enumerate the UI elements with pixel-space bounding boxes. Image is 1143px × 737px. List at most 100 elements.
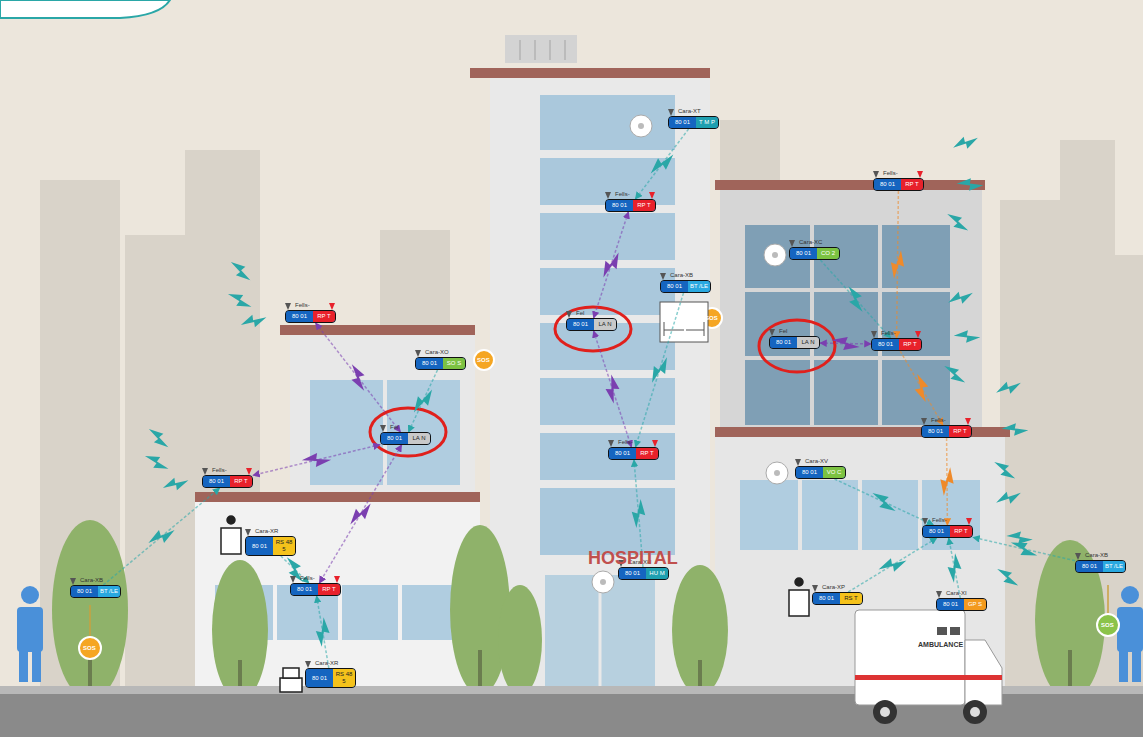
device-address: 80 01 xyxy=(203,476,230,487)
antenna-mark xyxy=(566,311,572,318)
signal-bolt xyxy=(1009,539,1040,558)
signal-link xyxy=(253,445,380,476)
antenna-mark xyxy=(652,440,658,447)
link-line xyxy=(973,537,1075,560)
signal-link xyxy=(635,129,688,199)
device-name: Fells- xyxy=(615,191,630,198)
antenna-mark xyxy=(795,459,801,466)
device-name: Cara-XC xyxy=(799,239,822,246)
antenna-mark xyxy=(605,192,611,199)
link-line xyxy=(253,445,380,476)
signal-bolt xyxy=(143,130,1033,588)
device-badge: Fells-80 01RP T xyxy=(285,310,336,323)
device-badge: Fel80 01LA N xyxy=(769,336,820,349)
device-type: RP T xyxy=(313,311,335,322)
person-figure xyxy=(1117,586,1143,682)
frame-corner xyxy=(0,0,170,18)
signal-bolt xyxy=(600,249,621,280)
machine-icon xyxy=(221,516,809,692)
signal-bolt xyxy=(602,373,623,404)
antenna-mark xyxy=(871,331,877,338)
device-type: HU M xyxy=(646,568,668,579)
link-line xyxy=(820,260,890,338)
link-line xyxy=(594,331,632,447)
device-badge: Cara-XR80 01RS 48 5 xyxy=(305,668,356,688)
device-address: 80 01 xyxy=(306,669,333,687)
highlight-ring xyxy=(370,307,835,456)
signal-link xyxy=(820,260,890,338)
device-address: 80 01 xyxy=(813,593,840,604)
antenna-mark xyxy=(290,576,296,583)
device-name: Fel xyxy=(390,424,398,431)
link-line xyxy=(409,370,438,432)
antenna-mark xyxy=(915,331,921,338)
device-type: RP T xyxy=(230,476,252,487)
signal-link xyxy=(319,445,401,583)
antenna-mark xyxy=(668,109,674,116)
antenna-mark xyxy=(334,576,340,583)
device-address: 80 01 xyxy=(923,526,950,537)
antenna-mark xyxy=(812,585,818,592)
antenna-mark xyxy=(922,518,928,525)
device-type: RP T xyxy=(633,200,655,211)
device-badge: Cara-XB80 01BT /LE xyxy=(1075,560,1126,573)
link-line xyxy=(316,323,401,432)
device-type: RP T xyxy=(949,426,971,437)
device-badge: Fells-80 01RP T xyxy=(922,525,973,538)
device-address: 80 01 xyxy=(291,584,318,595)
sensor-dot xyxy=(600,123,780,585)
device-name: Cara-XT xyxy=(678,108,701,115)
device-badge: Fells-80 01RP T xyxy=(608,447,659,460)
device-type: RP T xyxy=(899,339,921,350)
bed-icon xyxy=(660,302,708,342)
device-type: RS 48 5 xyxy=(273,537,295,555)
device-address: 80 01 xyxy=(416,358,443,369)
signal-link xyxy=(945,538,963,598)
device-badge: Fells-80 01RP T xyxy=(873,178,924,191)
device-type: SO S xyxy=(443,358,465,369)
device-address: 80 01 xyxy=(381,433,408,444)
signal-link xyxy=(103,488,219,585)
device-address: 80 01 xyxy=(1076,561,1103,572)
device-name: Cara-XP xyxy=(822,584,845,591)
device-badge: Cara-XB80 01BT /LE xyxy=(660,280,711,293)
sos-text: SOS xyxy=(477,357,490,363)
antenna-mark xyxy=(966,518,972,525)
signal-bolt xyxy=(348,498,374,529)
device-badge: Cara-XO80 01SO S xyxy=(415,357,466,370)
antenna-mark xyxy=(965,418,971,425)
device-type: CO 2 xyxy=(817,248,839,259)
sos-text: SOS xyxy=(83,645,96,651)
antenna-mark xyxy=(936,591,942,598)
device-name: Fells- xyxy=(932,517,947,524)
signal-link xyxy=(848,538,937,592)
link-line xyxy=(900,351,943,425)
device-type: GP S xyxy=(964,599,986,610)
link-line xyxy=(636,293,684,447)
device-type: RP T xyxy=(636,448,658,459)
device-address: 80 01 xyxy=(669,117,696,128)
device-badge: Cara-XR80 01RS 48 5 xyxy=(245,536,296,556)
device-name: Fells- xyxy=(212,467,227,474)
antenna-mark xyxy=(660,273,666,280)
antenna-mark xyxy=(202,468,208,475)
sos-text: SOS xyxy=(1101,622,1114,628)
device-badge: Cara-XB80 01BT /LE xyxy=(70,585,121,598)
device-badge: Cara-XP80 01RS T xyxy=(812,592,863,605)
antenna-mark xyxy=(246,468,252,475)
building-sign: HOSPITAL xyxy=(588,548,678,569)
signal-bolt xyxy=(314,617,332,647)
device-type: RS 48 5 xyxy=(333,669,355,687)
device-address: 80 01 xyxy=(609,448,636,459)
person-figure xyxy=(17,586,43,682)
antenna-mark xyxy=(70,578,76,585)
signal-link xyxy=(314,596,332,668)
link-line xyxy=(594,212,629,318)
device-badge: Cara-XT80 01T M P xyxy=(668,116,719,129)
signal-bolt xyxy=(877,552,908,578)
device-name: Fells- xyxy=(618,439,633,446)
device-name: Fel xyxy=(576,310,584,317)
